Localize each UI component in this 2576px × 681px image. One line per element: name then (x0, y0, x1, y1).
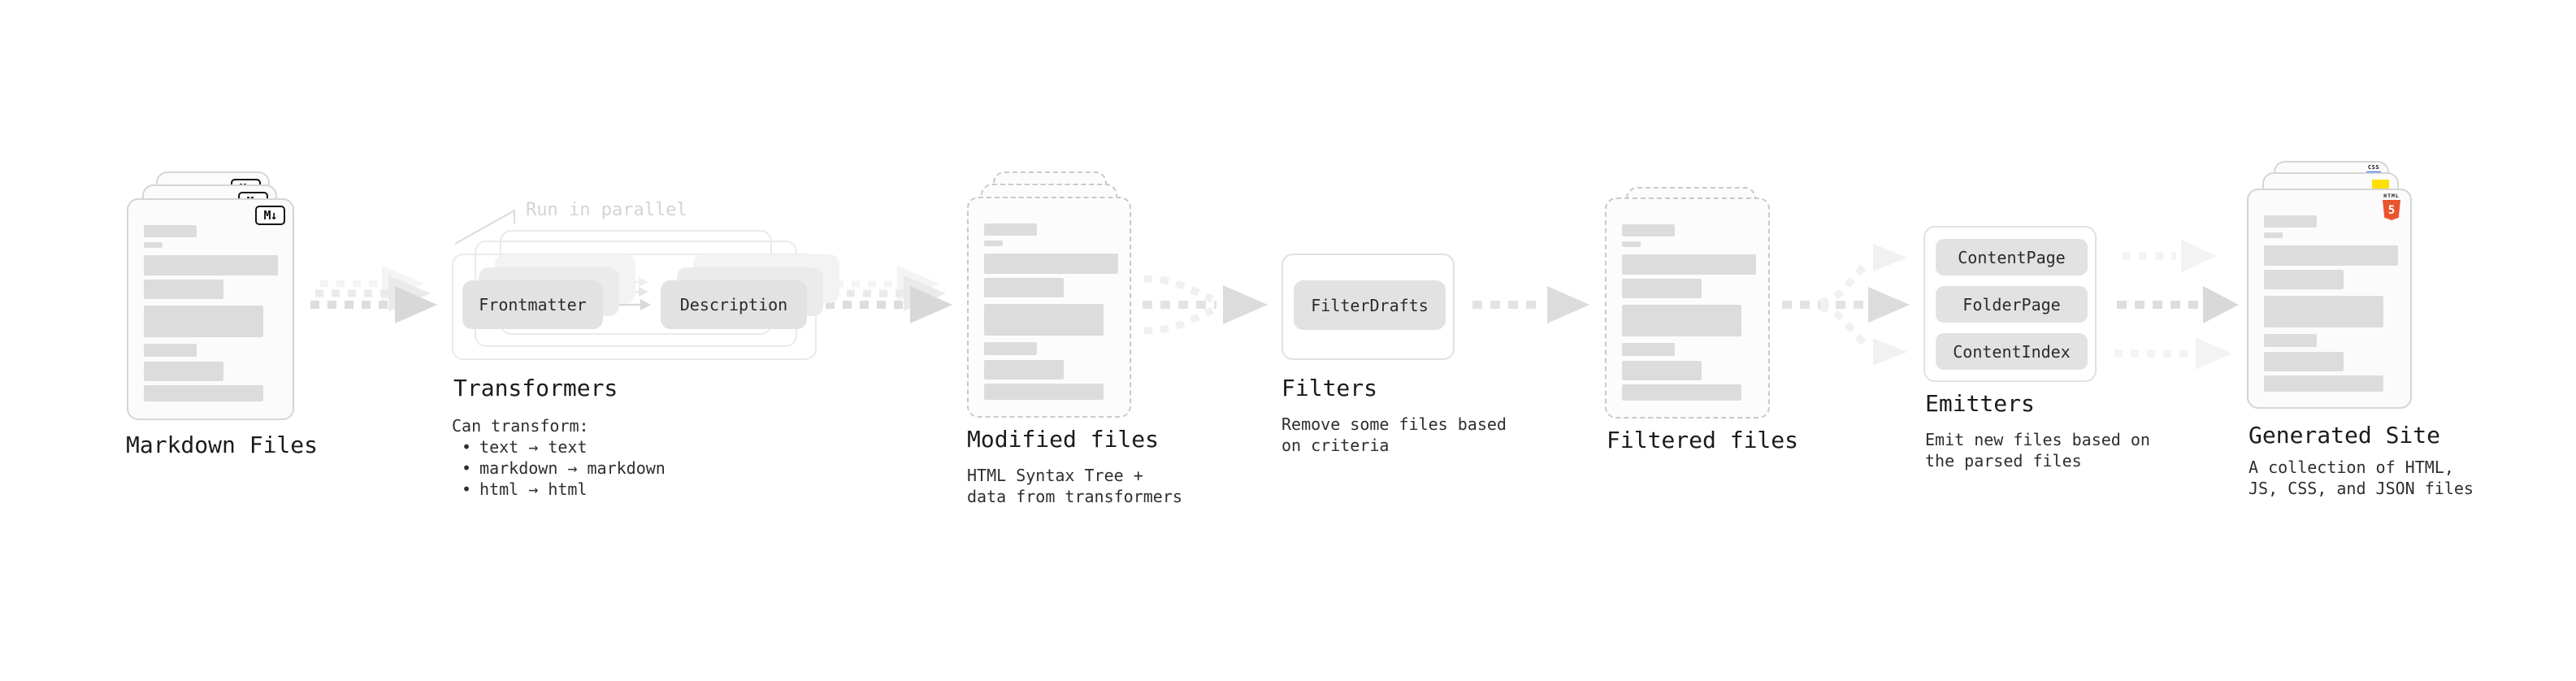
frontmatter-pill: Frontmatter (462, 280, 603, 329)
filters-title: Filters (1281, 375, 1378, 401)
doc-text-bar (1622, 384, 1741, 401)
emitters-box: ContentPage FolderPage ContentIndex (1923, 226, 2097, 382)
filters-box: FilterDrafts (1281, 254, 1455, 360)
markdown-file-card: M↓ (127, 198, 294, 420)
doc-text-bar (984, 384, 1104, 400)
modified-files-description: HTML Syntax Tree + data from transformer… (967, 466, 1182, 506)
modified-files-label: Modified files (967, 426, 1160, 453)
description-pill: Description (661, 280, 807, 329)
doc-text-bar (984, 254, 1118, 274)
generated-file-card: HTML 5 (2247, 189, 2412, 409)
doc-text-bar (984, 342, 1037, 355)
js-icon (2372, 180, 2389, 189)
generated-site-description: A collection of HTML, JS, CSS, and JSON … (2249, 458, 2474, 498)
doc-text-bar (984, 223, 1037, 236)
doc-text-bar (144, 255, 278, 275)
doc-text-bar (2264, 232, 2283, 238)
doc-text-bar (1622, 305, 1741, 336)
filters-description: Remove some files based on criteria (1281, 414, 1507, 455)
doc-text-bar (2264, 245, 2398, 266)
doc-text-bar (2264, 215, 2317, 228)
doc-text-bar (2264, 296, 2383, 327)
contentpage-pill: ContentPage (1936, 239, 2088, 275)
doc-text-bar (144, 344, 197, 357)
folderpage-pill: FolderPage (1936, 286, 2088, 323)
doc-text-bar (144, 385, 263, 401)
doc-text-bar (1622, 254, 1756, 275)
arrow-filtered-to-emitters (1782, 244, 1910, 366)
arrow-transformers-to-modified (826, 266, 952, 323)
doc-text-bar (2264, 375, 2383, 392)
emitters-title: Emitters (1925, 390, 2035, 417)
filterdrafts-pill: FilterDrafts (1294, 280, 1446, 330)
markdown-icon: M↓ (255, 206, 285, 225)
arrow-filters-to-filtered (1472, 286, 1589, 323)
doc-text-bar (2264, 352, 2344, 371)
doc-text-bar (1622, 279, 1702, 298)
doc-text-bar (144, 225, 197, 237)
html5-icon: HTML 5 (2382, 193, 2401, 220)
doc-text-bar (144, 280, 223, 299)
modified-file-card (967, 197, 1131, 418)
doc-text-bar (1622, 241, 1641, 247)
doc-text-bar (1622, 361, 1702, 380)
doc-text-bar (144, 362, 223, 381)
doc-text-bar (2264, 334, 2317, 347)
run-in-parallel-annotation: Run in parallel (526, 200, 687, 220)
doc-text-bar (2264, 270, 2344, 289)
transform-bullet: markdown → markdown (462, 458, 666, 478)
doc-text-bar (984, 278, 1064, 297)
emitters-description: Emit new files based on the parsed files (1925, 430, 2150, 471)
transformers-heading: Can transform: (452, 416, 589, 436)
generated-site-label: Generated Site (2249, 422, 2441, 449)
transform-bullet: text → text (462, 437, 587, 457)
transform-bullet: html → html (462, 479, 587, 499)
doc-text-bar (144, 306, 263, 337)
markdown-files-label: Markdown Files (126, 432, 319, 458)
doc-text-bar (1622, 224, 1675, 236)
arrow-modified-to-filters (1143, 275, 1268, 335)
transformers-title: Transformers (453, 375, 618, 401)
doc-text-bar (1622, 343, 1675, 356)
doc-text-bar (984, 241, 1003, 246)
contentindex-pill: ContentIndex (1936, 333, 2088, 370)
arrow-markdown-to-transformers (310, 266, 437, 323)
doc-text-bar (984, 360, 1064, 380)
doc-text-bar (144, 242, 163, 248)
filtered-file-card (1605, 197, 1770, 419)
arrows-emitters-to-generated (2114, 240, 2239, 370)
filtered-files-label: Filtered files (1607, 427, 1799, 453)
doc-text-bar (984, 304, 1104, 336)
